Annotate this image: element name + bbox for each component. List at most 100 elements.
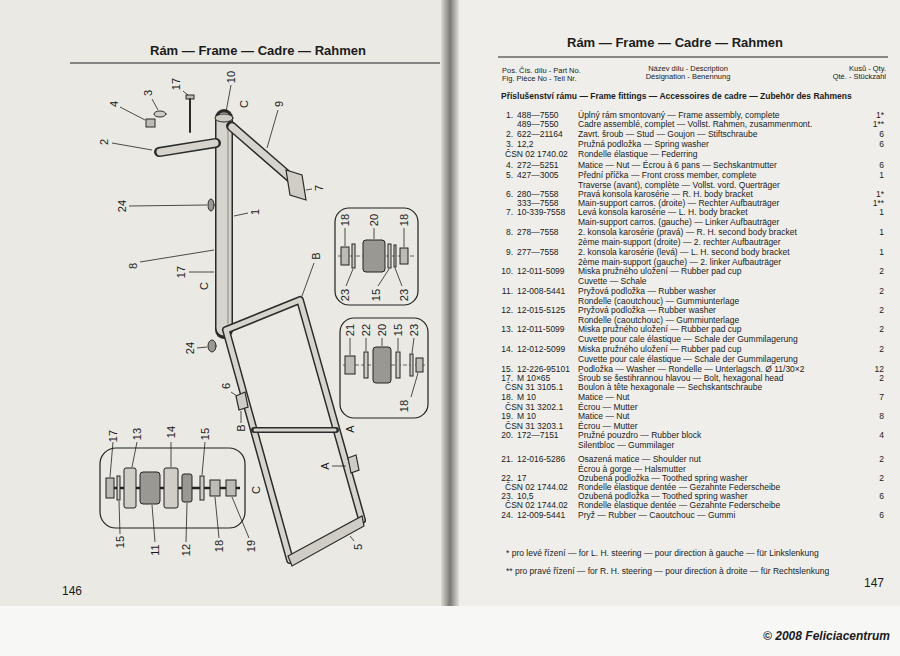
part-description: Pružná podložka — Spring washer — [578, 140, 709, 149]
leader-line — [152, 99, 158, 110]
standard-number: ČSN 02 1744.02 — [505, 483, 568, 492]
position-number: 18. — [501, 393, 513, 402]
part-description: Zavrt. šroub — Stud — Goujon — Stiftschr… — [578, 130, 758, 139]
part-description: Ozubená podložka — Toothed spring washer — [578, 474, 747, 483]
quantity: 4 — [879, 431, 884, 440]
part-number: 278—7558 — [517, 228, 559, 237]
column-heading: Désignation - Benennung — [646, 73, 731, 81]
callout-number: 13 — [132, 428, 143, 440]
callout-number: 15 — [115, 536, 126, 548]
part-number: 12-012-5099 — [517, 345, 565, 354]
header-rule — [70, 62, 440, 63]
leader-line — [183, 91, 188, 95]
part-number: 12,2 — [517, 140, 534, 149]
quantity: 1* — [876, 111, 884, 120]
footnote: * pro levé řízení — for L. H. steering —… — [506, 549, 819, 558]
callout-number: 17 — [171, 78, 182, 90]
section-heading: Příslušenství rámu — Frame fittings — Ac… — [501, 92, 852, 101]
part-description: Main-support carros. (gauche) — Linker A… — [578, 218, 779, 227]
part-description: Pravá konsola karosérie — R. H. body bra… — [578, 190, 753, 199]
body-bracket — [286, 170, 306, 200]
pad-cup — [124, 468, 136, 508]
callout-number: 18 — [340, 214, 351, 226]
quantity: 1 — [879, 171, 884, 180]
position-number: 10. — [501, 267, 513, 276]
position-number: 24. — [501, 511, 513, 520]
leader-line — [129, 205, 207, 206]
part-description: 2ème main-support (droite) — 2. rechter … — [578, 238, 781, 247]
part-number: 12-009-5441 — [517, 511, 565, 520]
bolt-head — [106, 478, 114, 498]
part-number: 10-339-7558 — [517, 208, 565, 217]
part-description: Ozubená podložka — Toothed spring washer — [578, 492, 747, 501]
part-description: Přední příčka — Front cross member, comp… — [578, 171, 757, 180]
callout-number: 7 — [314, 185, 325, 191]
part-description: 2ème main-support (gauche) — 2. linker A… — [578, 258, 781, 267]
part-number: M 10 — [517, 393, 536, 402]
view-letter: C — [251, 486, 262, 494]
leader-lines — [350, 338, 418, 397]
part-description: Matice — Nut — Écrou à 6 pans — Sechskan… — [578, 161, 777, 170]
washer — [394, 245, 396, 267]
part-number: M 10 — [517, 412, 536, 421]
standard-number: ČSN 31 3203.1 — [505, 422, 563, 431]
part-description: Rondelle élastique dentée — Gezahnte Fed… — [578, 501, 780, 510]
backbone-tube — [215, 118, 233, 330]
standard-number: ČSN 31 3105.1 — [505, 383, 563, 392]
callout-number: 23 — [409, 324, 420, 336]
cross-tube — [255, 429, 335, 432]
part-description: Traverse (avant), complète — Vollst. vor… — [578, 181, 780, 190]
quantity: 2 — [879, 345, 884, 354]
leader-line — [378, 269, 389, 286]
frame-drawing — [146, 95, 364, 566]
part-description: Écrou — Mutter — [578, 403, 638, 412]
pad-cup — [164, 468, 178, 508]
part-description: 2. konsola karosérie (levá) — L. H. seco… — [578, 248, 790, 257]
quantity: 6 — [879, 130, 884, 139]
callout-number: 18 — [214, 540, 225, 552]
leader-line — [234, 213, 248, 216]
position-number: 22. — [501, 474, 513, 483]
side-arm — [159, 143, 216, 152]
part-description: Rondelle (caoutchouc) — Gummiunterlage — [578, 316, 739, 325]
leader-line — [395, 268, 402, 286]
view-arrow — [332, 466, 346, 467]
quantity: 12 — [875, 365, 884, 374]
leader-line — [171, 442, 172, 467]
position-number: 7. — [506, 208, 513, 217]
leader-line — [267, 110, 278, 148]
callout-number: 1 — [250, 209, 261, 215]
view-letter: A — [345, 425, 356, 432]
column-heading: Kusů - Qty. — [849, 65, 886, 73]
position-number: 8. — [506, 228, 513, 237]
callout-number: 15 — [371, 289, 382, 301]
part-description: Miska pružného uložení — Rubber pad cup — [578, 267, 741, 276]
quantity: 1 — [879, 248, 884, 257]
quantity: 1** — [873, 120, 884, 129]
washer — [388, 244, 391, 268]
part-number: 280—7558 — [517, 190, 559, 199]
standard-number: ČSN 31 3202.1 — [505, 403, 563, 412]
rubber-washer — [182, 474, 192, 502]
part-number: 172—7151 — [517, 431, 559, 440]
side-arm — [160, 143, 215, 152]
callout-number: 20 — [369, 214, 380, 226]
part-number: 622—21164 — [517, 130, 563, 139]
washer — [352, 244, 355, 268]
leader-line — [152, 505, 155, 542]
shoulder-nut — [345, 356, 355, 374]
quantity: 2 — [879, 267, 884, 276]
part-number: 12-015-5125 — [517, 306, 565, 315]
callout-number: 17 — [108, 430, 119, 442]
body-bracket — [348, 455, 359, 473]
position-number: 9. — [506, 248, 513, 257]
position-number: 14. — [501, 345, 513, 354]
part-number: 333—7558 — [517, 199, 559, 208]
watermark: © 2008 Feliciacentrum — [763, 630, 890, 642]
part-number: M 10×65 — [517, 374, 550, 383]
quantity: 1 — [879, 208, 884, 217]
nut — [210, 480, 220, 496]
detail-frame — [340, 318, 428, 418]
washer — [364, 352, 368, 378]
part-description: Cuvette pour cale élastique — Schale der… — [578, 355, 798, 364]
